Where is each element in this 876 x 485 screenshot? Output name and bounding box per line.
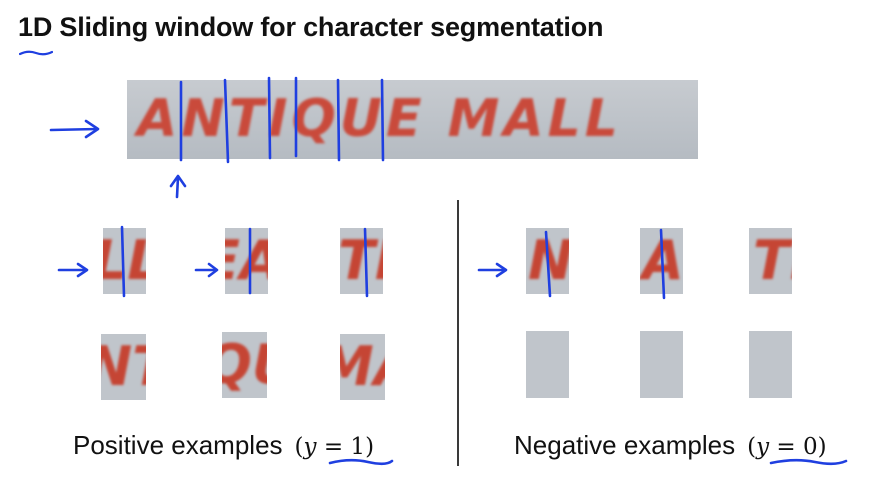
- negative-patch-text: N: [528, 229, 569, 292]
- negative-patch-blank: [526, 331, 569, 398]
- negative-formula: (y = 0): [747, 434, 827, 460]
- positive-patch-text: QU: [222, 332, 267, 398]
- positive-formula: (y = 1): [294, 434, 375, 460]
- positive-patch-text: MA: [340, 334, 385, 400]
- positive-patch: MA: [340, 334, 385, 400]
- negative-patch-blank: [640, 331, 683, 398]
- title-underline-icon: [19, 50, 53, 56]
- positive-patch: NT: [101, 334, 146, 400]
- arrow-right-icon: [477, 262, 508, 278]
- positive-patch-text: LL: [103, 228, 146, 294]
- arrow-right-icon: [49, 119, 100, 139]
- banner-image: ANTIQUE MALL: [127, 80, 698, 159]
- negative-patch: A: [640, 228, 683, 294]
- positive-patch-text: TI: [340, 229, 383, 292]
- negative-patch-blank: [749, 331, 792, 398]
- positive-examples-label: Positive examples: [73, 430, 283, 460]
- negative-patch-text: A: [642, 229, 683, 292]
- negative-examples-label: Negative examples: [514, 430, 736, 460]
- arrow-up-icon: [169, 174, 187, 199]
- positive-patch: TI: [340, 228, 383, 294]
- positive-patch-text: EA: [225, 228, 268, 294]
- section-divider: [457, 200, 459, 466]
- positive-patch-text: NT: [101, 334, 146, 400]
- negative-examples-caption: Negative examples (y = 0): [514, 430, 827, 461]
- positive-examples-caption: Positive examples (y = 1): [73, 430, 374, 461]
- banner-text: ANTIQUE MALL: [137, 89, 622, 149]
- page-title: 1D Sliding window for character segmenta…: [18, 12, 604, 42]
- negative-patch: N: [526, 228, 569, 294]
- positive-patch: QU: [222, 332, 267, 398]
- arrow-right-icon: [57, 262, 89, 278]
- negative-patch-text: TI: [753, 229, 792, 292]
- positive-patch: LL: [103, 228, 146, 294]
- negative-patch: TI: [749, 228, 792, 294]
- arrow-right-icon: [194, 262, 219, 278]
- positive-patch: EA: [225, 228, 268, 294]
